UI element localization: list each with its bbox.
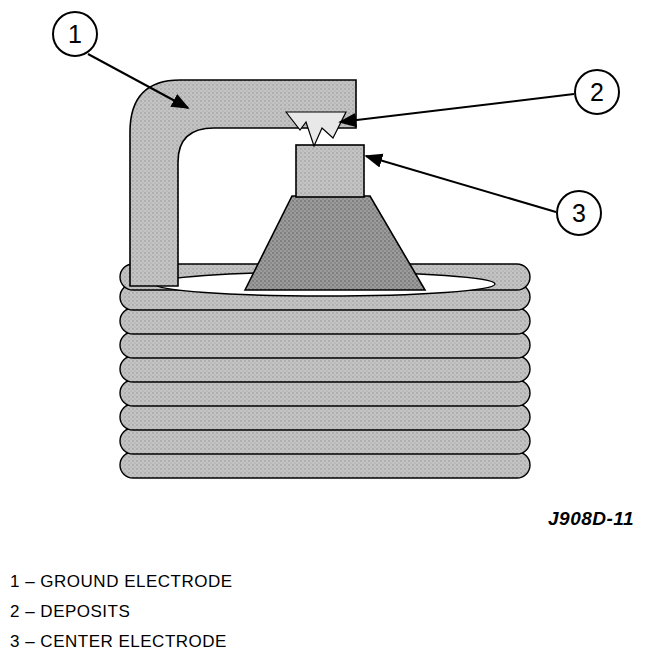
callout-number: 2 [590,80,604,105]
thread-bands [120,264,530,478]
deposits [286,112,346,146]
callout-circle: 2 [574,69,620,115]
insulator [245,196,425,290]
callout-number: 3 [572,201,586,226]
legend-entry: 3 – CENTER ELECTRODE [10,632,227,652]
callout-circle: 1 [52,11,98,57]
center-electrode [296,145,364,197]
callout-circle: 3 [556,190,602,236]
legend-entry: 1 – GROUND ELECTRODE [10,572,233,592]
leader-lines [88,54,574,212]
callout-number: 1 [68,22,82,47]
legend-entry: 2 – DEPOSITS [10,602,130,622]
figure-code: J908D-11 [548,508,634,530]
